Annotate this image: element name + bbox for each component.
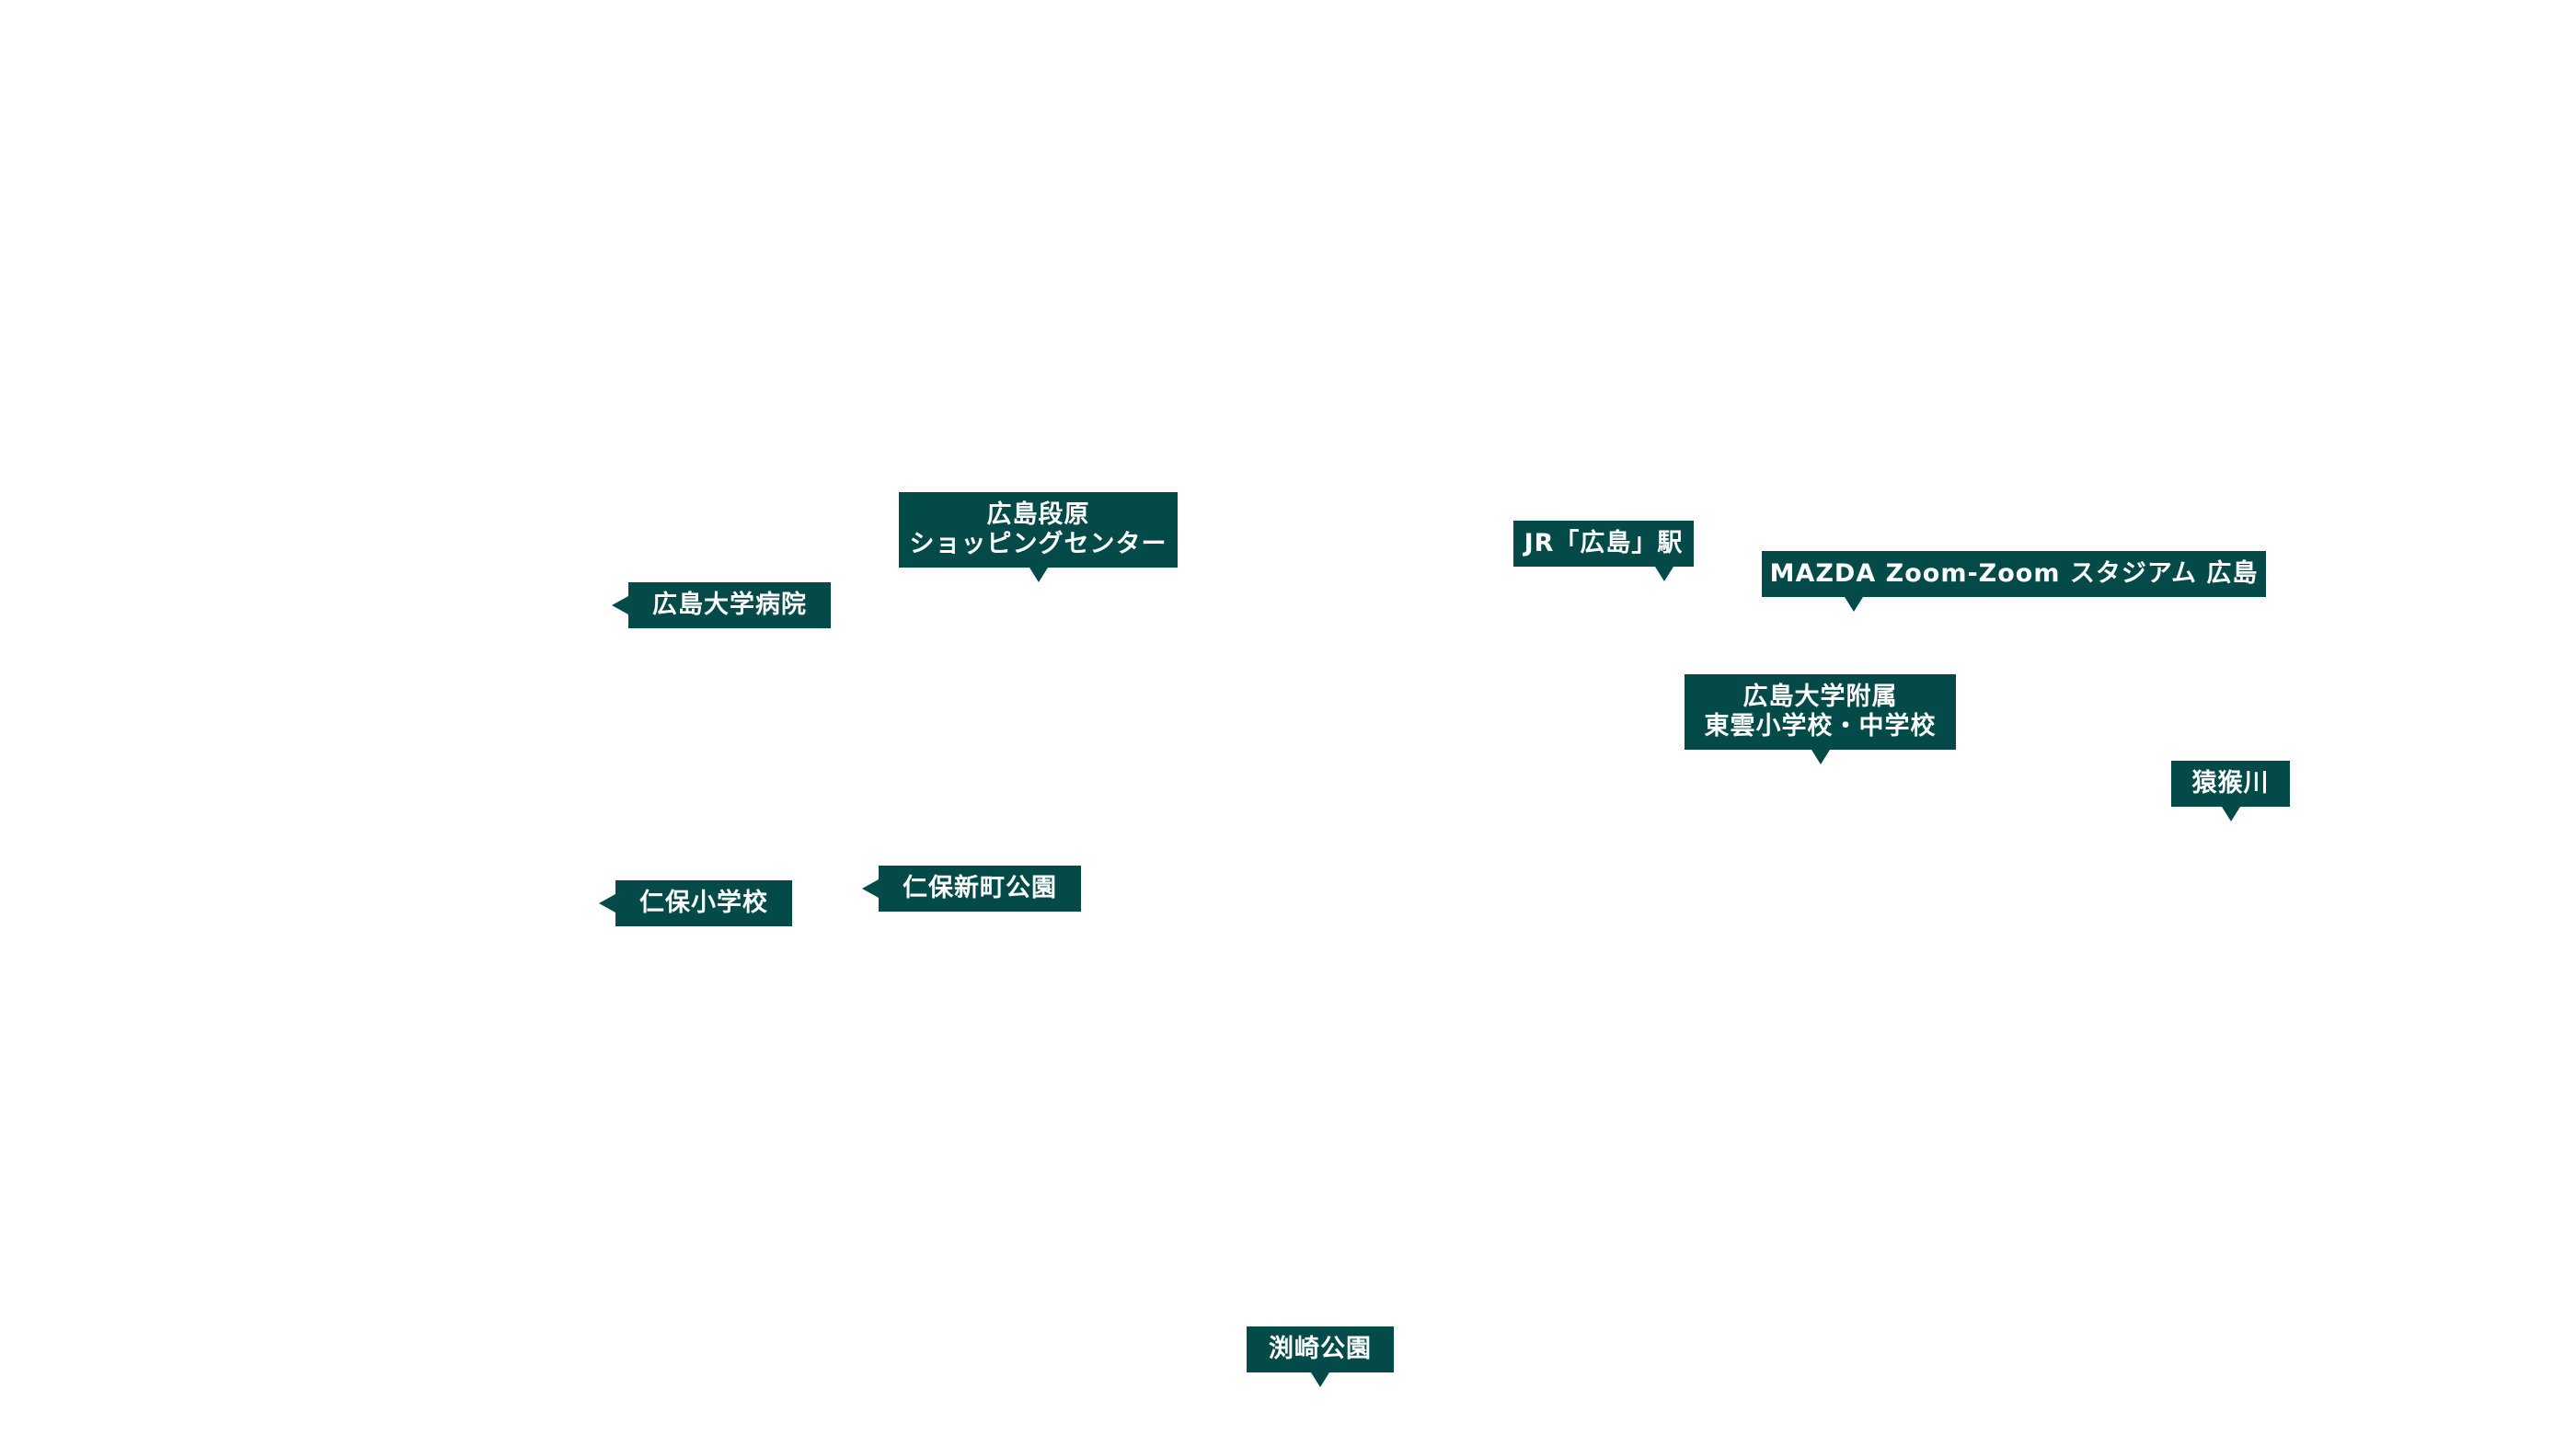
marker-shinonome-school[interactable]: 広島大学附属 東雲小学校・中学校 [1685,674,1956,764]
pointer-down-icon [1029,568,1048,582]
marker-label: 渕崎公園 [1269,1335,1372,1363]
pointer-down-icon [1845,597,1863,612]
marker-nihoshinmachi-park[interactable]: 仁保新町公園 [862,866,1081,912]
marker-mazda-stadium[interactable]: MAZDA Zoom-Zoom スタジアム 広島 [1762,551,2266,612]
marker-label-line2: ショッピングセンター [909,530,1167,558]
marker-danbara-shopping-center[interactable]: 広島段原 ショッピングセンター [899,492,1178,582]
marker-hiroshima-university-hospital[interactable]: 広島大学病院 [612,582,831,628]
marker-fuchizaki-park[interactable]: 渕崎公園 [1247,1326,1394,1387]
pointer-down-icon [1311,1372,1329,1387]
marker-jr-hiroshima-station[interactable]: JR「広島」駅 [1513,521,1694,581]
marker-label: JR「広島」駅 [1524,529,1684,557]
marker-label-line1: 広島大学附属 [1742,683,1898,711]
marker-label: 広島大学病院 [652,591,807,619]
pointer-down-icon [1811,750,1830,764]
marker-label-line1: 広島段原 [986,500,1090,529]
marker-label-line2: 東雲小学校・中学校 [1704,712,1937,740]
marker-label: MAZDA Zoom-Zoom スタジアム 広島 [1769,559,2259,588]
pointer-left-icon [612,596,628,614]
marker-label: 猿猴川 [2191,769,2270,798]
pointer-down-icon [1655,567,1673,581]
marker-niho-elementary-school[interactable]: 仁保小学校 [599,880,792,926]
pointer-down-icon [2221,807,2240,821]
marker-label: 仁保新町公園 [903,874,1057,902]
pointer-left-icon [862,879,879,898]
marker-label: 仁保小学校 [639,889,768,917]
pointer-left-icon [599,894,615,913]
marker-enkou-river[interactable]: 猿猴川 [2171,761,2290,821]
